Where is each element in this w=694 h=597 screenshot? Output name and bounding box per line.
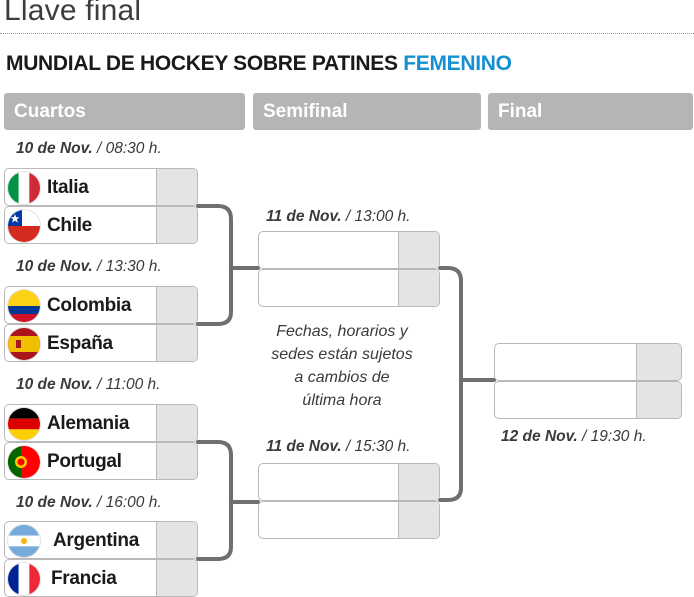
note-line: Fechas, horarios y bbox=[276, 323, 408, 340]
match-date: 10 de Nov. / 11:00 h. bbox=[16, 376, 160, 394]
match-day: 12 de Nov. bbox=[501, 428, 578, 445]
team-name: Colombia bbox=[47, 295, 132, 316]
match-day: 10 de Nov. bbox=[16, 376, 93, 393]
subtitle-accent: FEMENINO bbox=[403, 52, 512, 75]
score-box bbox=[156, 207, 197, 243]
match-day: 11 de Nov. bbox=[266, 438, 342, 455]
team-name: Argentina bbox=[53, 530, 139, 551]
germany-flag-icon bbox=[8, 408, 40, 440]
match-time: / 11:00 h. bbox=[97, 376, 161, 393]
team-slot-italia: Italia bbox=[4, 168, 198, 206]
score-box bbox=[156, 560, 197, 596]
semifinal-slot bbox=[258, 501, 440, 539]
team-slot-portugal: Portugal bbox=[4, 442, 198, 480]
round-header-quarterfinals: Cuartos bbox=[4, 93, 245, 130]
final-slot bbox=[494, 381, 682, 419]
team-slot-francia: Francia bbox=[4, 559, 198, 597]
team-slot-espana: España bbox=[4, 324, 198, 362]
score-box bbox=[156, 325, 197, 361]
france-flag-icon bbox=[8, 563, 40, 595]
note-line: última hora bbox=[302, 392, 382, 409]
title-divider bbox=[0, 33, 694, 34]
team-slot-argentina: Argentina bbox=[4, 521, 198, 559]
match-date: 11 de Nov. / 15:30 h. bbox=[266, 438, 410, 456]
connector-sf1-sf2 bbox=[438, 266, 463, 502]
match-time: / 13:30 h. bbox=[97, 258, 162, 275]
score-box bbox=[398, 232, 439, 268]
subtitle-main: MUNDIAL DE HOCKEY SOBRE PATINES bbox=[6, 52, 398, 75]
note-line: sedes están sujetos bbox=[271, 346, 413, 363]
argentina-flag-icon bbox=[8, 525, 40, 557]
spain-flag-icon bbox=[8, 328, 40, 360]
team-name: Italia bbox=[47, 177, 89, 198]
match-time: / 15:30 h. bbox=[345, 438, 411, 455]
match-time: / 13:00 h. bbox=[345, 208, 411, 225]
connector-qf1-qf2 bbox=[196, 204, 233, 326]
score-box bbox=[398, 270, 439, 306]
team-name: Alemania bbox=[47, 413, 130, 434]
match-date: 10 de Nov. / 08:30 h. bbox=[16, 140, 162, 158]
schedule-note: Fechas, horarios y sedes están sujetos a… bbox=[262, 320, 422, 412]
semifinal-slot bbox=[258, 269, 440, 307]
portugal-flag-icon bbox=[8, 446, 40, 478]
team-slot-colombia: Colombia bbox=[4, 286, 198, 324]
italy-flag-icon bbox=[8, 172, 40, 204]
connector-qf3-qf4 bbox=[196, 440, 233, 561]
match-time: / 08:30 h. bbox=[97, 140, 162, 157]
score-box bbox=[398, 502, 439, 538]
match-day: 10 de Nov. bbox=[16, 140, 93, 157]
chile-flag-icon bbox=[8, 210, 40, 242]
team-name: España bbox=[47, 333, 113, 354]
match-date: 10 de Nov. / 13:30 h. bbox=[16, 258, 162, 276]
page-title: Llave final bbox=[4, 0, 142, 27]
match-date: 11 de Nov. / 13:00 h. bbox=[266, 208, 410, 226]
score-box bbox=[398, 464, 439, 500]
match-date: 10 de Nov. / 16:00 h. bbox=[16, 494, 162, 512]
score-box bbox=[156, 287, 197, 323]
note-line: a cambios de bbox=[294, 369, 390, 386]
score-box bbox=[636, 382, 681, 418]
score-box bbox=[156, 443, 197, 479]
match-time: / 19:30 h. bbox=[582, 428, 647, 445]
match-time: / 16:00 h. bbox=[97, 494, 162, 511]
score-box bbox=[156, 405, 197, 441]
match-day: 10 de Nov. bbox=[16, 494, 93, 511]
match-day: 10 de Nov. bbox=[16, 258, 93, 275]
score-box bbox=[156, 169, 197, 205]
match-date: 12 de Nov. / 19:30 h. bbox=[501, 428, 647, 446]
team-slot-chile: Chile bbox=[4, 206, 198, 244]
semifinal-slot bbox=[258, 231, 440, 269]
score-box bbox=[636, 344, 681, 380]
team-name: Francia bbox=[51, 568, 117, 589]
score-box bbox=[156, 522, 197, 558]
final-slot bbox=[494, 343, 682, 381]
colombia-flag-icon bbox=[8, 290, 40, 322]
match-day: 11 de Nov. bbox=[266, 208, 342, 225]
team-name: Chile bbox=[47, 215, 92, 236]
team-slot-alemania: Alemania bbox=[4, 404, 198, 442]
semifinal-slot bbox=[258, 463, 440, 501]
round-header-final: Final bbox=[488, 93, 693, 130]
team-name: Portugal bbox=[47, 451, 122, 472]
round-header-semifinals: Semifinal bbox=[253, 93, 481, 130]
bracket-subtitle: MUNDIAL DE HOCKEY SOBRE PATINES FEMENINO bbox=[6, 52, 512, 76]
